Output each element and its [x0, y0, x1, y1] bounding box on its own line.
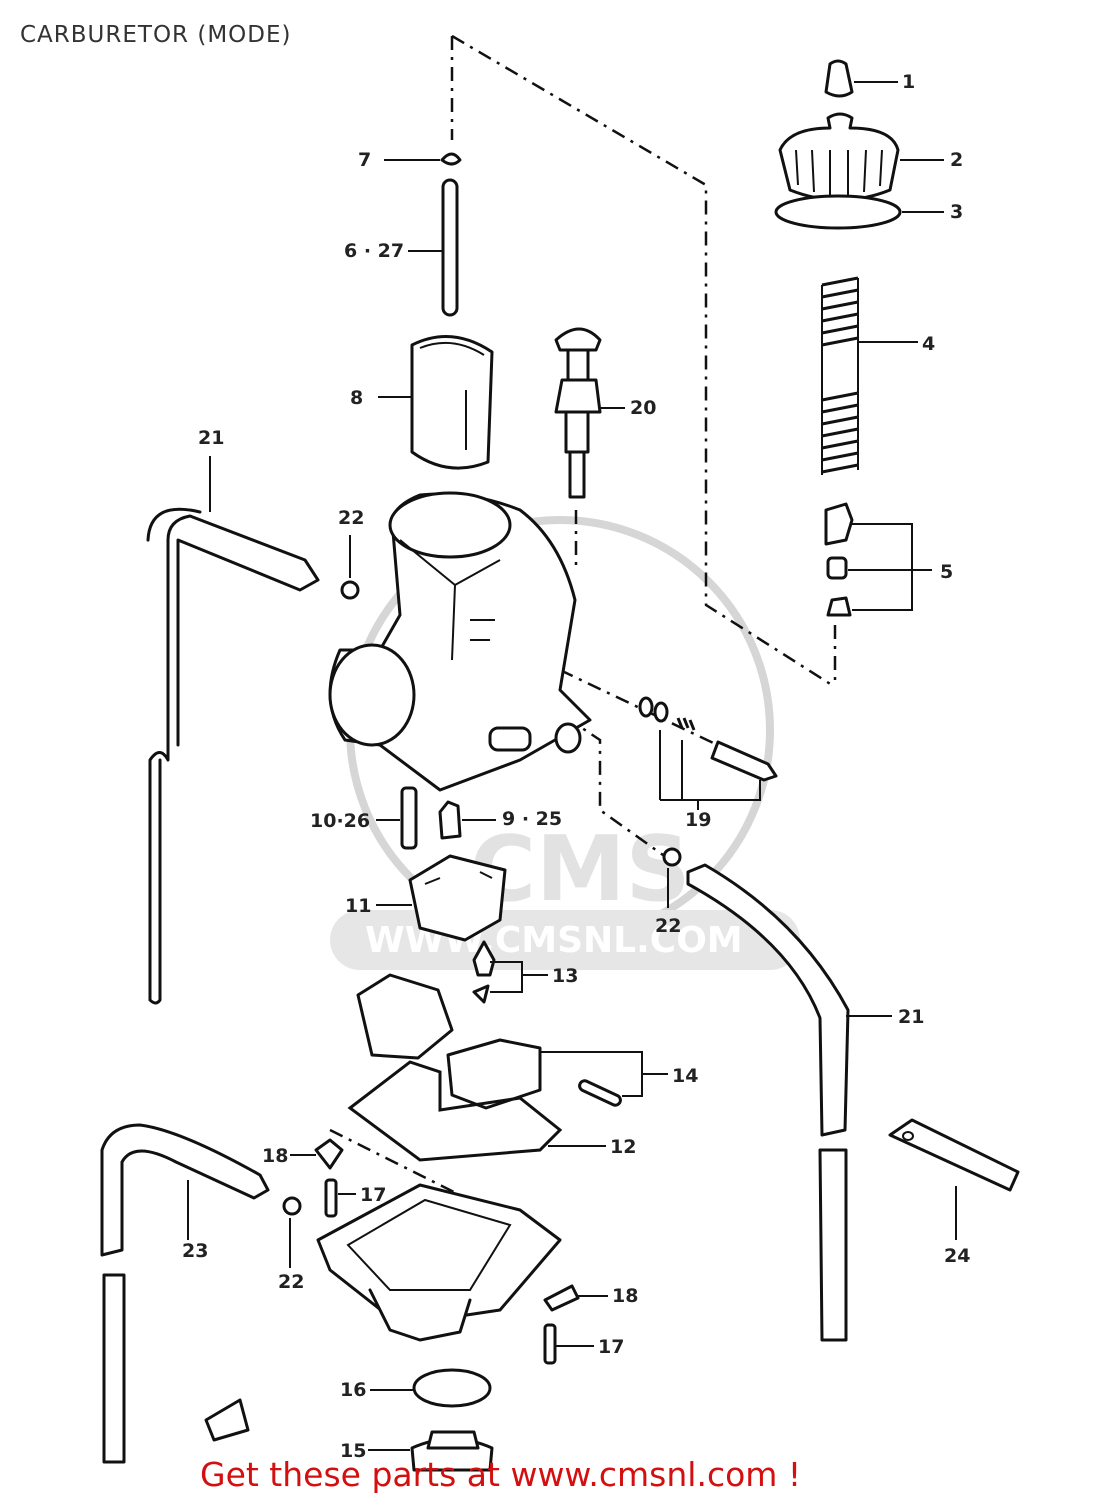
callout-20: 20	[630, 397, 656, 419]
part-hose-clamp	[282, 1196, 302, 1216]
callout-6-27: 6 · 27	[344, 240, 404, 262]
part-o-ring	[774, 194, 902, 230]
callout-11: 11	[345, 895, 371, 917]
callout-13: 13	[552, 965, 578, 987]
callout-22-right: 22	[655, 915, 681, 937]
callout-21-right: 21	[898, 1006, 924, 1028]
part-vent-hose-right	[686, 863, 850, 1342]
part-float-assembly	[356, 973, 622, 1110]
part-main-jet	[438, 800, 462, 840]
part-drain-plug	[410, 1430, 494, 1472]
cms-watermark: CMS WWW.CMSNL.COM	[330, 516, 800, 970]
part-e-ring	[440, 152, 462, 166]
callout-15: 15	[340, 1440, 366, 1462]
part-vent-hose-left	[146, 507, 320, 1005]
part-drain-plug-o-ring	[412, 1368, 492, 1408]
callout-3: 3	[950, 201, 963, 223]
part-throttle-valve	[410, 335, 494, 470]
callout-1: 1	[902, 71, 915, 93]
part-needle-set	[824, 502, 854, 617]
callout-12: 12	[610, 1136, 636, 1158]
part-hose-clamp	[662, 847, 682, 867]
part-hose-clamp	[340, 580, 360, 600]
callout-7: 7	[358, 149, 371, 171]
part-starter-plunger	[554, 327, 602, 499]
callout-18-upper: 18	[262, 1145, 288, 1167]
part-float-bowl	[316, 1183, 562, 1342]
part-needle-valve	[472, 940, 496, 1004]
front-arrow-icon	[204, 1398, 250, 1442]
part-hose-guide	[888, 1118, 1020, 1192]
footer-link[interactable]: Get these parts at www.cmsnl.com !	[200, 1455, 802, 1494]
callout-22-upper: 22	[338, 507, 364, 529]
watermark-brand: CMS	[470, 817, 690, 922]
part-float	[408, 854, 507, 942]
part-top-cover	[778, 112, 900, 202]
callout-labels: 1 2 3 4 5 7 6 · 27 8 20 21 22 19 10·26 9…	[182, 71, 970, 1462]
callout-22-lower: 22	[278, 1271, 304, 1293]
part-pilot-jet	[400, 786, 418, 850]
part-carburetor-body	[328, 491, 592, 792]
callout-16: 16	[340, 1379, 366, 1401]
part-washer	[314, 1138, 580, 1312]
callout-24: 24	[944, 1245, 970, 1267]
part-spring	[821, 276, 859, 475]
callout-4: 4	[922, 333, 935, 355]
part-float-chamber-gasket	[347, 1060, 563, 1162]
callout-17-upper: 17	[360, 1184, 386, 1206]
callout-17-lower: 17	[598, 1336, 624, 1358]
part-cap	[824, 59, 854, 98]
callout-18-lower: 18	[612, 1285, 638, 1307]
callout-14: 14	[672, 1065, 698, 1087]
callout-9-25: 9 · 25	[502, 808, 562, 830]
callout-10-26: 10·26	[310, 810, 370, 832]
assembly-line	[451, 34, 836, 689]
diagram-title: CARBURETOR (MODE)	[20, 22, 292, 48]
part-jet-needle	[441, 178, 459, 317]
callout-8: 8	[350, 387, 363, 409]
leader-lines	[187, 81, 957, 1451]
part-overflow-hose	[100, 1123, 270, 1464]
callout-19: 19	[685, 809, 711, 831]
part-air-screw-set	[638, 696, 778, 782]
callout-5: 5	[940, 561, 953, 583]
part-screw	[324, 1178, 557, 1365]
assembly-line	[329, 1128, 471, 1202]
callout-21-left: 21	[198, 427, 224, 449]
callout-2: 2	[950, 149, 963, 171]
callout-23: 23	[182, 1240, 208, 1262]
